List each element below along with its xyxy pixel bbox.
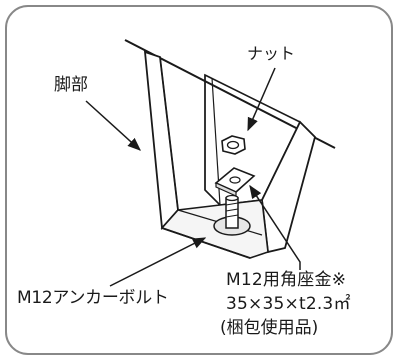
nut-label: ナット xyxy=(247,44,296,63)
leg-left-panel xyxy=(143,50,179,231)
leg-inner-left-edge xyxy=(159,56,179,211)
anchor-bolt-shaft xyxy=(225,197,239,229)
anchor-bolt-label: M12アンカーボルト xyxy=(17,288,169,308)
washer-label-line1: M12用角座金※ xyxy=(226,270,347,290)
frame-border xyxy=(5,5,393,355)
bolt-thread-2 xyxy=(225,208,239,212)
square-washer-thickness xyxy=(215,182,237,197)
leader-nut xyxy=(247,67,276,132)
washer-label-line2: 35×35×t2.3㎡ xyxy=(226,294,351,314)
leader-leg xyxy=(85,100,141,151)
nut-hole xyxy=(226,140,240,150)
leg-label: 脚部 xyxy=(54,75,88,95)
washer-hole xyxy=(229,176,241,184)
bolt-thread-1 xyxy=(225,202,239,206)
leader-washer xyxy=(249,184,301,270)
bolt-thread-3 xyxy=(225,214,239,218)
washer-label-line3: (梱包使用品) xyxy=(220,318,319,338)
anchor-bolt-top xyxy=(225,194,239,202)
leader-anchor-bolt xyxy=(109,237,207,287)
leg-right-panel xyxy=(261,120,317,254)
